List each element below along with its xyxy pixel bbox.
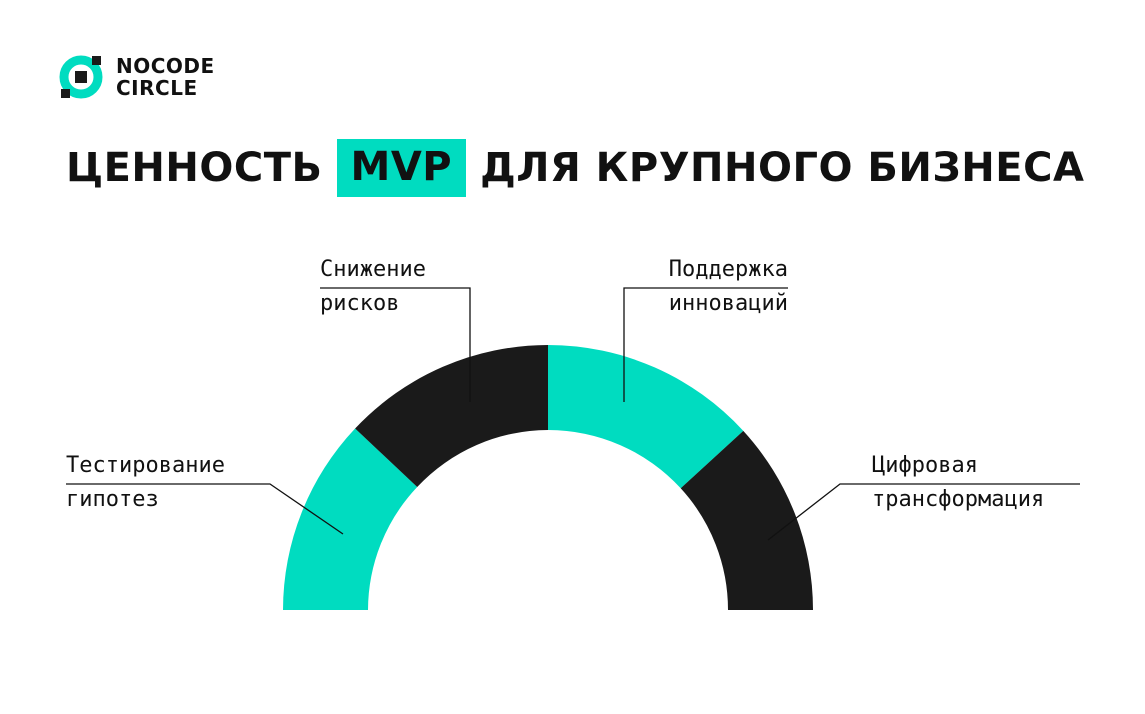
nocode-circle-logo-icon (59, 55, 103, 99)
leader-line-testing (66, 483, 344, 535)
brand-name-line2: CIRCLE (116, 76, 198, 100)
page-title: ЦЕННОСТЬ MVP ДЛЯ КРУПНОГО БИЗНЕСА (66, 138, 1086, 198)
label-digital: Цифровая трансформация (872, 449, 1044, 517)
label-testing-line1: Тестирование (66, 453, 225, 478)
label-innovation-line1: Поддержка (668, 257, 788, 282)
label-testing: Тестирование гипотез (66, 449, 225, 517)
label-risk-line2: рисков (320, 291, 400, 316)
label-risk-line1: Снижение (320, 257, 426, 282)
label-digital-line2: трансформация (872, 487, 1045, 512)
leader-line-risk (320, 287, 471, 402)
arc-segment-digital (680, 430, 813, 610)
brand-logo: NOCODE CIRCLE (58, 54, 215, 100)
leader-line-innovation (623, 287, 788, 402)
label-testing-line2: гипотез (66, 487, 159, 512)
brand-name-line1: NOCODE (116, 54, 215, 78)
title-after: ДЛЯ КРУПНОГО БИЗНЕСА (480, 145, 1085, 191)
label-innovation-line2: инноваций (668, 291, 788, 316)
arc-segment-innovation (548, 345, 744, 489)
title-highlight-badge: MVP (336, 139, 467, 197)
title-before: ЦЕННОСТЬ (66, 145, 323, 191)
leader-line-digital (767, 483, 1080, 541)
brand-name: NOCODE CIRCLE (116, 55, 215, 99)
arc-segment-risk (355, 345, 548, 487)
label-innovation: Поддержка инноваций (669, 253, 788, 321)
label-digital-line1: Цифровая (872, 453, 978, 478)
label-risk: Снижение рисков (320, 253, 426, 321)
arc-segment-testing (283, 428, 418, 610)
